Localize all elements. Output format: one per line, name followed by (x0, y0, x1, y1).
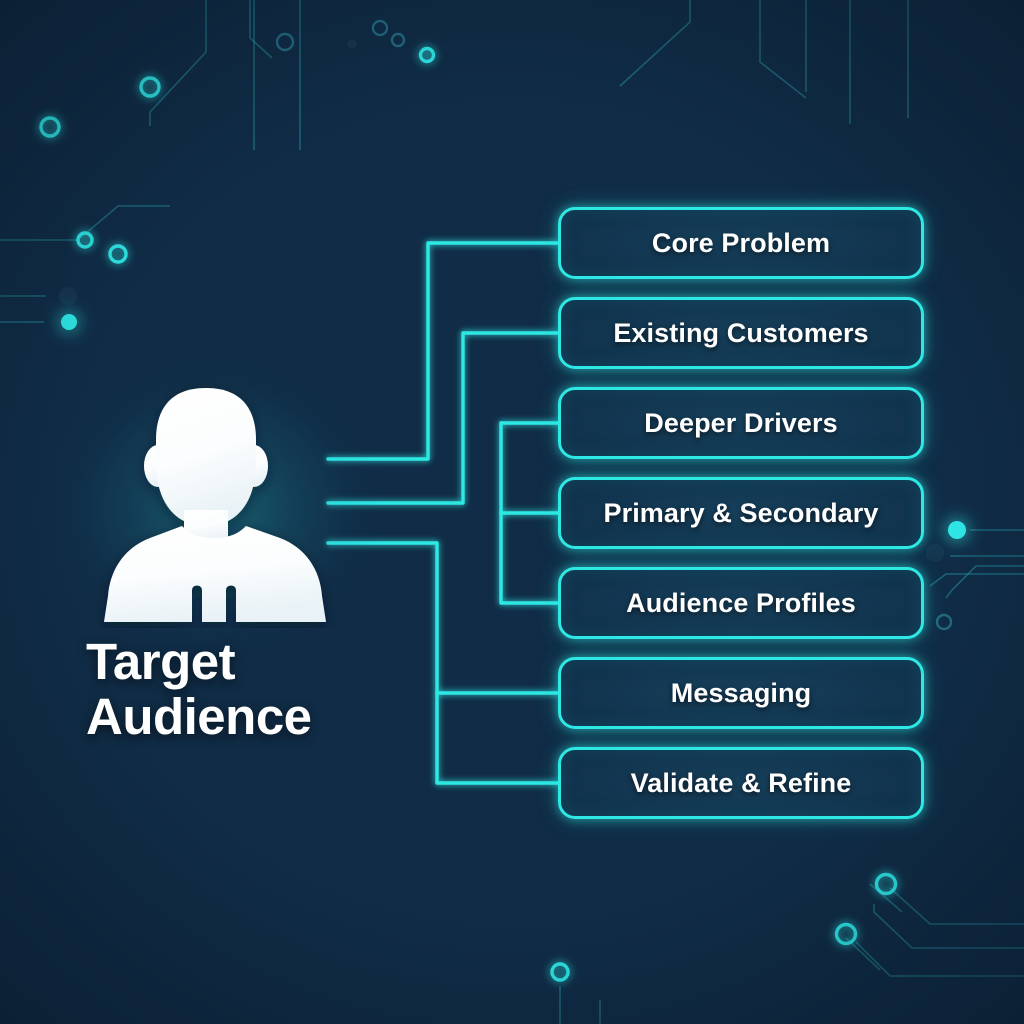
person-silhouette-icon (104, 388, 326, 622)
persona-icon-group (51, 358, 381, 658)
node-label: Core Problem (651, 227, 831, 258)
node-label: Primary & Secondary (603, 497, 879, 528)
node-label: Validate & Refine (630, 767, 852, 798)
page-title-line-2: Audience (86, 688, 312, 746)
node-label: Deeper Drivers (644, 407, 838, 438)
node-label: Existing Customers (613, 317, 869, 348)
node-box-deeper-drivers[interactable]: Deeper Drivers (558, 387, 924, 459)
node-label: Audience Profiles (626, 587, 856, 618)
node-box-audience-profiles[interactable]: Audience Profiles (558, 567, 924, 639)
page-title-line-1: Target (86, 633, 236, 690)
node-box-existing-customers[interactable]: Existing Customers (558, 297, 924, 369)
node-label: Messaging (670, 677, 812, 708)
node-box-primary-secondary[interactable]: Primary & Secondary (558, 477, 924, 549)
node-box-validate-refine[interactable]: Validate & Refine (558, 747, 924, 819)
page-title: Target Audience (86, 634, 506, 744)
node-box-messaging[interactable]: Messaging (558, 657, 924, 729)
node-box-core-problem[interactable]: Core Problem (558, 207, 924, 279)
